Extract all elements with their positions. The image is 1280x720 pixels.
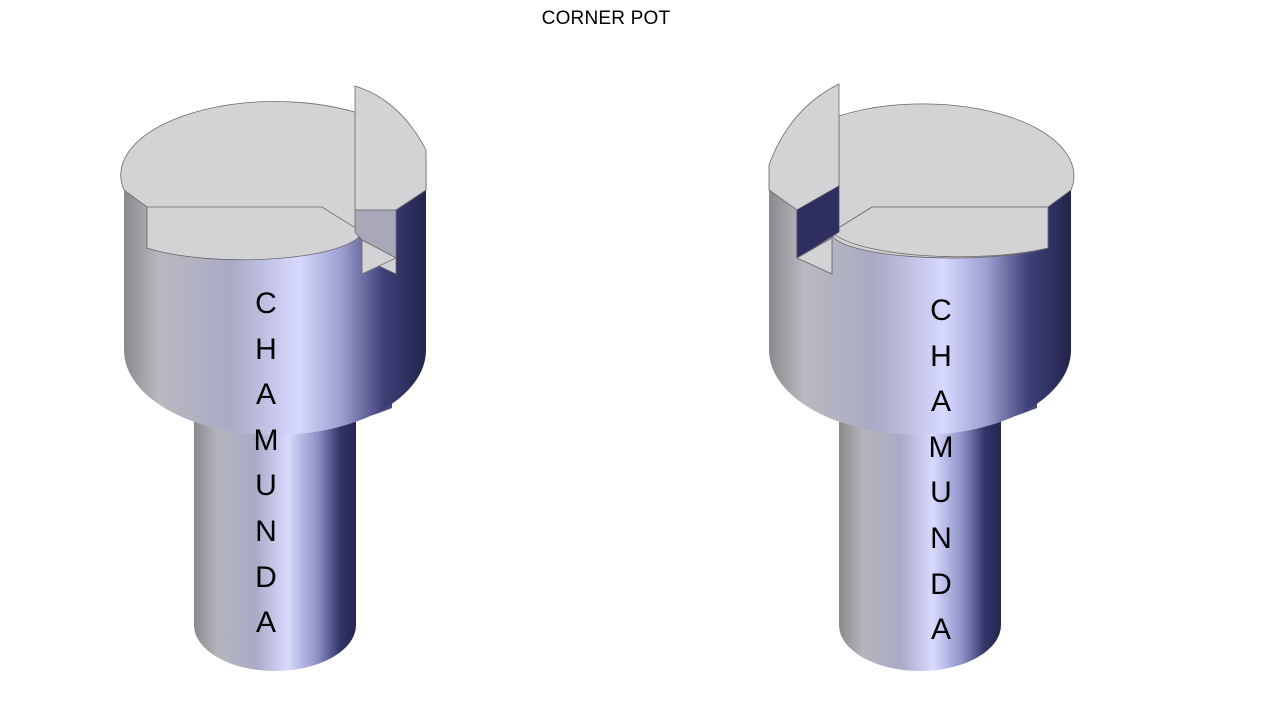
pin-slot-ledge — [831, 206, 1049, 258]
engraved-label-right: CHAMUNDA — [928, 294, 954, 647]
pin-tongue-face — [796, 185, 840, 259]
pin-tongue-plate — [354, 85, 427, 211]
slide-title: CORNER POT — [541, 8, 671, 29]
pin-tongue-plate — [768, 83, 840, 211]
pin-head-top-main — [796, 103, 1075, 275]
engraved-label-left: CHAMUNDA — [253, 287, 279, 640]
pin-slot-ledge — [146, 206, 363, 261]
pin-stem — [194, 420, 356, 671]
pin-stem — [839, 420, 1001, 671]
pin-slot-step — [796, 237, 833, 275]
pin-slot-step — [361, 239, 397, 275]
